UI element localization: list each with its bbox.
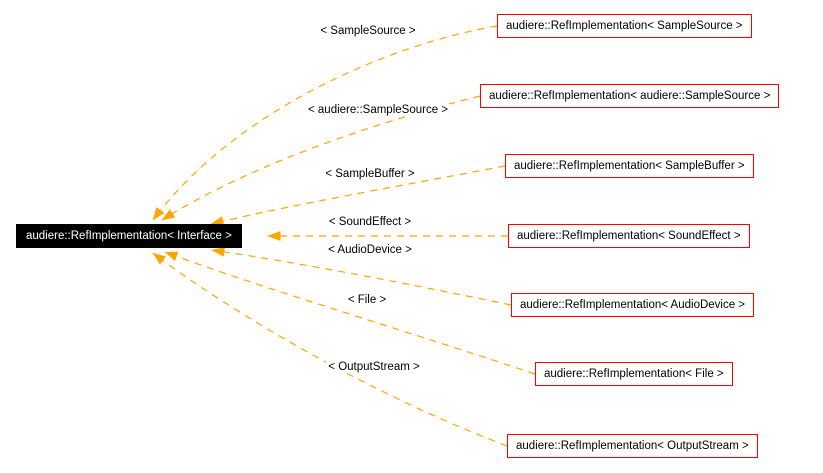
edge-label-audio-device: < AudioDevice > xyxy=(326,244,414,256)
edge-sample-buffer xyxy=(210,165,506,226)
class-node-output-stream[interactable]: audiere::RefImplementation< OutputStream… xyxy=(507,434,758,458)
center-class-node: audiere::RefImplementation< Interface > xyxy=(16,224,242,248)
edge-audio-device xyxy=(211,246,512,306)
class-node-sample-buffer[interactable]: audiere::RefImplementation< SampleBuffer… xyxy=(505,154,754,178)
class-node-audiere-sample-source[interactable]: audiere::RefImplementation< audiere::Sam… xyxy=(480,84,780,108)
edge-label-output-stream: < OutputStream > xyxy=(326,361,422,373)
class-node-audio-device[interactable]: audiere::RefImplementation< AudioDevice … xyxy=(511,293,755,317)
class-node-file[interactable]: audiere::RefImplementation< File > xyxy=(535,362,733,386)
edge-label-audiere-sample-source: < audiere::SampleSource > xyxy=(305,104,451,116)
edge-file xyxy=(164,251,536,375)
edge-label-sample-buffer: < SampleBuffer > xyxy=(323,168,417,180)
edge-label-sound-effect: < SoundEffect > xyxy=(326,216,414,228)
class-node-sample-source[interactable]: audiere::RefImplementation< SampleSource… xyxy=(497,14,752,38)
edge-label-sample-source: < SampleSource > xyxy=(318,25,418,37)
class-node-sound-effect[interactable]: audiere::RefImplementation< SoundEffect … xyxy=(508,224,750,248)
edge-output-stream xyxy=(152,252,508,447)
edge-label-file: < File > xyxy=(345,294,389,306)
edge-sample-source xyxy=(152,25,498,221)
